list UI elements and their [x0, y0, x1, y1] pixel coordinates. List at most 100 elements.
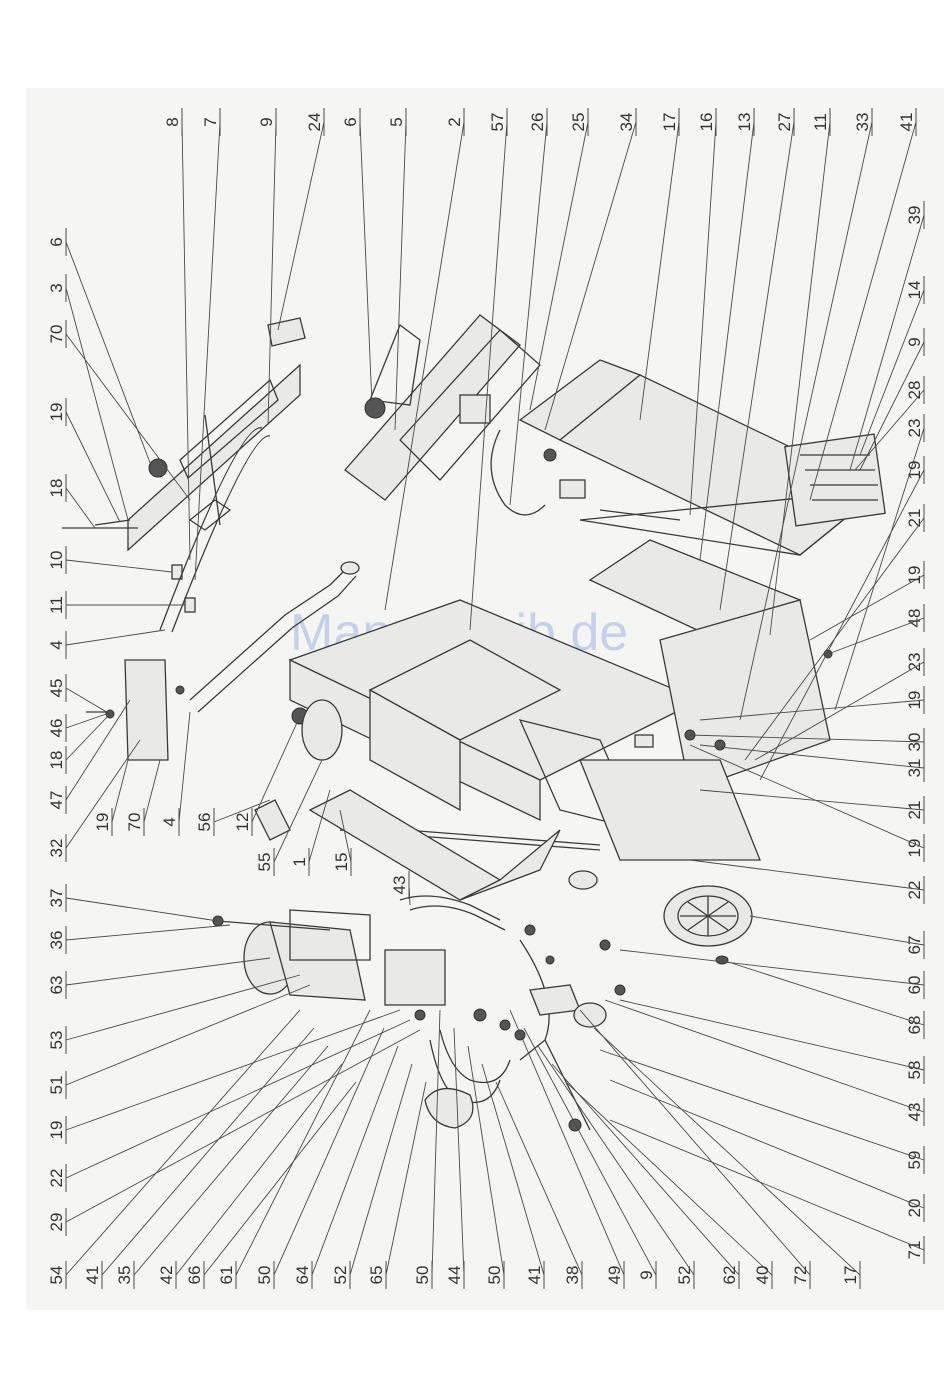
callout-number: 4: [47, 640, 66, 649]
leader-line: [274, 1028, 384, 1275]
callout-top-5: 5: [387, 108, 406, 430]
leader-line: [468, 1046, 504, 1275]
callout-number: 26: [528, 113, 547, 132]
callout-number: 29: [47, 1213, 66, 1232]
callout-top-6: 6: [341, 108, 372, 405]
leader-line: [66, 488, 95, 528]
leader-line: [144, 760, 160, 822]
callout-bottom-66: 66: [185, 1082, 356, 1289]
leader-line: [524, 1028, 656, 1275]
callout-number: 23: [905, 419, 924, 438]
callout-number: 67: [905, 936, 924, 955]
wedge-plate-assembly: [345, 315, 545, 515]
callout-bottom-17: 17: [594, 1028, 860, 1289]
callout-number: 68: [905, 1016, 924, 1035]
callout-left-70: 70: [125, 760, 160, 836]
leader-line: [510, 122, 547, 505]
callout-number: 50: [255, 1266, 274, 1285]
callout-number: 63: [47, 976, 66, 995]
leader-line: [350, 1064, 412, 1275]
callout-left-22: 22: [47, 1020, 410, 1192]
callout-number: 3: [47, 283, 66, 292]
callout-number: 16: [697, 113, 716, 132]
callout-bottom-50: 50: [413, 1010, 440, 1289]
callout-number: 72: [791, 1266, 810, 1285]
callout-number: 41: [897, 113, 916, 132]
leader-line: [594, 1028, 860, 1275]
leader-line: [66, 985, 310, 1085]
leader-line: [600, 1050, 924, 1160]
callout-left-11: 11: [47, 591, 185, 619]
callout-number: 11: [811, 113, 830, 131]
callout-top-24: 24: [278, 108, 324, 330]
leader-line: [360, 122, 372, 405]
leader-line: [66, 630, 165, 645]
callout-number: 39: [905, 206, 924, 225]
callout-number: 66: [185, 1266, 204, 1285]
leader-line: [722, 960, 924, 1025]
callout-right-58: 58: [620, 1000, 924, 1084]
callout-bottom-41: 41: [83, 1028, 314, 1289]
callout-number: 50: [413, 1266, 432, 1285]
callout-bottom-72: 72: [580, 1010, 810, 1289]
callout-number: 15: [332, 853, 351, 872]
callout-number: 1: [290, 857, 309, 866]
leader-line: [580, 1010, 810, 1275]
callout-top-26: 26: [510, 108, 547, 505]
callout-number: 21: [905, 509, 924, 528]
callout-number: 61: [217, 1266, 236, 1285]
callout-number: 43: [905, 1103, 924, 1122]
leader-line: [66, 412, 120, 522]
callout-number: 47: [47, 791, 66, 810]
callout-number: 10: [47, 551, 66, 570]
callout-number: 62: [720, 1266, 739, 1285]
callout-number: 19: [93, 813, 112, 832]
wheel: [664, 886, 752, 964]
callout-right-20: 20: [610, 1080, 924, 1222]
leader-line: [530, 122, 588, 410]
callout-number: 6: [341, 117, 360, 126]
callout-left-51: 51: [47, 985, 310, 1099]
parts: [62, 315, 885, 1131]
callout-number: 43: [390, 876, 409, 895]
callout-number: 4: [160, 817, 179, 826]
callout-top-11: 11: [770, 108, 830, 635]
callout-number: 59: [905, 1151, 924, 1170]
callout-right-71: 71: [610, 1120, 924, 1264]
leader-line: [496, 1082, 582, 1275]
callout-number: 9: [905, 337, 924, 346]
callout-bottom-49: 49: [510, 1010, 624, 1289]
callout-bottom-64: 64: [293, 1046, 398, 1289]
callout-left-45: 45: [47, 674, 110, 714]
callout-number: 35: [115, 1266, 134, 1285]
callout-number: 18: [47, 479, 66, 498]
callout-number: 41: [525, 1266, 544, 1285]
callout-number: 64: [293, 1266, 312, 1285]
leader-line: [278, 122, 324, 330]
callout-number: 53: [47, 1031, 66, 1050]
callout-right-67: 67: [750, 916, 924, 959]
leader-line: [66, 714, 110, 760]
callout-number: 18: [47, 751, 66, 770]
leader-line: [810, 575, 924, 640]
callout-left-6: 6: [47, 228, 152, 468]
callout-number: 37: [47, 889, 66, 908]
callout-number: 9: [637, 1270, 656, 1279]
callout-number: 25: [569, 113, 588, 132]
leader-line: [395, 122, 406, 430]
leader-line: [605, 1000, 924, 1112]
leader-line: [690, 860, 924, 890]
leader-line: [66, 1030, 420, 1222]
callout-top-9: 9: [257, 108, 276, 425]
callout-number: 27: [775, 113, 794, 132]
leader-line: [66, 242, 152, 468]
leader-line: [236, 1010, 370, 1275]
callout-number: 28: [905, 381, 924, 400]
leader-line: [204, 1082, 356, 1275]
callout-number: 70: [125, 813, 144, 832]
callout-left-4: 4: [47, 630, 165, 659]
callout-bottom-42: 42: [157, 1064, 342, 1289]
callout-number: 36: [47, 931, 66, 950]
callout-number: 17: [841, 1266, 860, 1285]
